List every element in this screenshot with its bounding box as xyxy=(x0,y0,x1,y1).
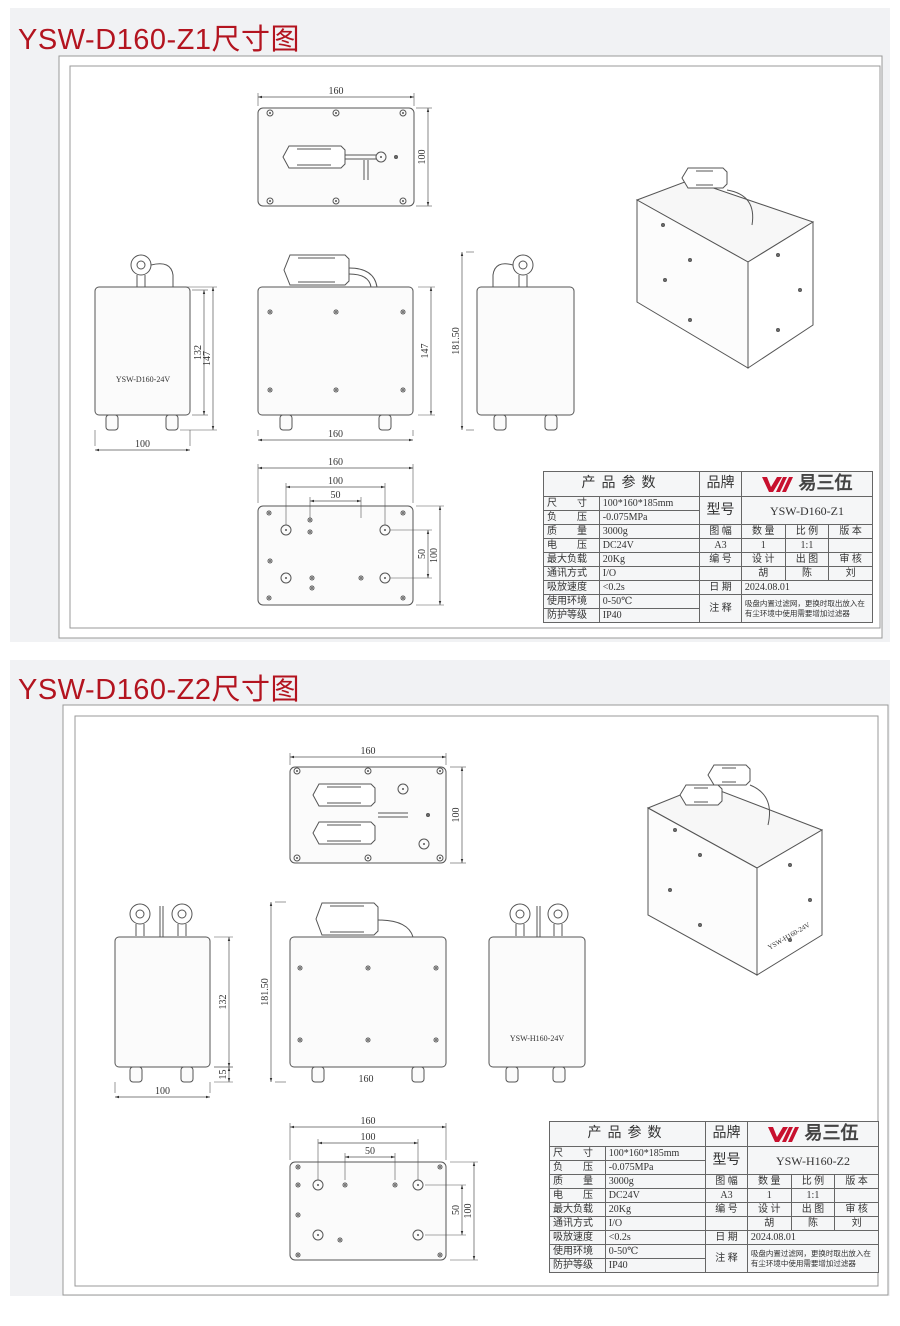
info-value xyxy=(834,1188,879,1203)
note-value: 吸盘内置过滤网，更换时取出放入在有尘环境中使用需要增加过滤器 xyxy=(746,1244,880,1273)
brand-logo: 易三伍 xyxy=(751,1125,875,1143)
param-value: I/O xyxy=(598,566,701,581)
info-header: 图 幅 xyxy=(705,1174,748,1189)
note-label: 注 释 xyxy=(705,1244,748,1273)
info-header: 数 量 xyxy=(746,1174,792,1189)
model-value: YSW-H160-Z2 xyxy=(746,1146,880,1175)
param-name: 质 量 xyxy=(543,524,600,539)
param-name: 负 压 xyxy=(549,1160,606,1175)
info-value: 刘 xyxy=(828,566,873,581)
note-value: 吸盘内置过滤网，更换时取出放入在有尘环境中使用需要增加过滤器 xyxy=(740,594,874,623)
param-value: DC24V xyxy=(598,538,701,553)
info-value: 1:1 xyxy=(790,1188,836,1203)
info-header: 审 核 xyxy=(828,552,873,567)
param-name: 最大负载 xyxy=(549,1202,606,1217)
brand-mark-icon xyxy=(768,1127,800,1142)
info-header: 编 号 xyxy=(705,1202,748,1217)
date-value: 2024.08.01 xyxy=(746,1230,880,1245)
param-name: 通讯方式 xyxy=(549,1216,606,1231)
model-value: YSW-D160-Z1 xyxy=(740,496,874,525)
param-name: 使用环境 xyxy=(549,1244,606,1259)
info-value: 胡 xyxy=(746,1216,792,1231)
param-name: 尺 寸 xyxy=(543,496,600,511)
param-value: -0.075MPa xyxy=(604,1160,707,1175)
info-value: 刘 xyxy=(834,1216,879,1231)
note-label: 注 释 xyxy=(699,594,742,623)
date-label: 日 期 xyxy=(705,1230,748,1245)
param-name: 吸放速度 xyxy=(543,580,600,595)
param-value: I/O xyxy=(604,1216,707,1231)
param-name: 质 量 xyxy=(549,1174,606,1189)
param-name: 尺 寸 xyxy=(549,1146,606,1161)
param-name: 使用环境 xyxy=(543,594,600,609)
param-value: DC24V xyxy=(604,1188,707,1203)
info-value: A3 xyxy=(705,1188,748,1203)
info-header: 比 例 xyxy=(790,1174,836,1189)
panel-title: YSW-D160-Z1尺寸图 xyxy=(18,24,301,56)
info-header: 比 例 xyxy=(784,524,830,539)
param-value: 100*160*185mm xyxy=(604,1146,707,1161)
brand-logo: 易三伍 xyxy=(740,471,874,497)
brand-label: 品牌 xyxy=(699,471,742,497)
param-value: IP40 xyxy=(598,608,701,623)
param-name: 最大负载 xyxy=(543,552,600,567)
param-value: -0.075MPa xyxy=(598,510,701,525)
model-label: 型号 xyxy=(705,1146,748,1175)
param-value: <0.2s xyxy=(604,1230,707,1245)
info-value xyxy=(705,1216,748,1231)
info-header: 编 号 xyxy=(699,552,742,567)
param-value: <0.2s xyxy=(598,580,701,595)
panel-title: YSW-D160-Z2尺寸图 xyxy=(18,674,301,706)
brand-logo: 易三伍 xyxy=(746,1121,880,1147)
param-name: 防护等级 xyxy=(549,1258,606,1273)
params-header: 产品参数 xyxy=(548,1121,707,1147)
params-header: 产品参数 xyxy=(542,471,701,497)
param-value: 100*160*185mm xyxy=(598,496,701,511)
brand-mark-icon xyxy=(762,477,794,492)
info-header: 设 计 xyxy=(740,552,786,567)
info-header: 版 本 xyxy=(828,524,873,539)
info-value xyxy=(828,538,873,553)
info-header: 图 幅 xyxy=(699,524,742,539)
info-header: 数 量 xyxy=(740,524,786,539)
model-label: 型号 xyxy=(699,496,742,525)
info-header: 版 本 xyxy=(834,1174,879,1189)
param-value: 3000g xyxy=(604,1174,707,1189)
info-value: 1 xyxy=(740,538,786,553)
param-value: 20Kg xyxy=(598,552,701,567)
info-value: A3 xyxy=(699,538,742,553)
param-name: 负 压 xyxy=(543,510,600,525)
param-name: 电 压 xyxy=(549,1188,606,1203)
info-header: 审 核 xyxy=(834,1202,879,1217)
info-value: 胡 xyxy=(740,566,786,581)
info-value: 陈 xyxy=(790,1216,836,1231)
brand-name: 易三伍 xyxy=(804,1123,859,1144)
param-name: 吸放速度 xyxy=(549,1230,606,1245)
param-name: 防护等级 xyxy=(543,608,600,623)
info-header: 出 图 xyxy=(790,1202,836,1217)
info-value: 1 xyxy=(746,1188,792,1203)
param-name: 电 压 xyxy=(543,538,600,553)
info-value: 1:1 xyxy=(784,538,830,553)
info-value xyxy=(699,566,742,581)
date-value: 2024.08.01 xyxy=(740,580,874,595)
param-value: 3000g xyxy=(598,524,701,539)
brand-name: 易三伍 xyxy=(798,473,853,494)
param-name: 通讯方式 xyxy=(543,566,600,581)
param-value: 0-50℃ xyxy=(604,1244,707,1259)
brand-label: 品牌 xyxy=(705,1121,748,1147)
date-label: 日 期 xyxy=(699,580,742,595)
brand-logo: 易三伍 xyxy=(745,475,869,493)
param-value: 20Kg xyxy=(604,1202,707,1217)
info-value: 陈 xyxy=(784,566,830,581)
param-value: IP40 xyxy=(604,1258,707,1273)
param-value: 0-50℃ xyxy=(598,594,701,609)
info-header: 出 图 xyxy=(784,552,830,567)
info-header: 设 计 xyxy=(746,1202,792,1217)
